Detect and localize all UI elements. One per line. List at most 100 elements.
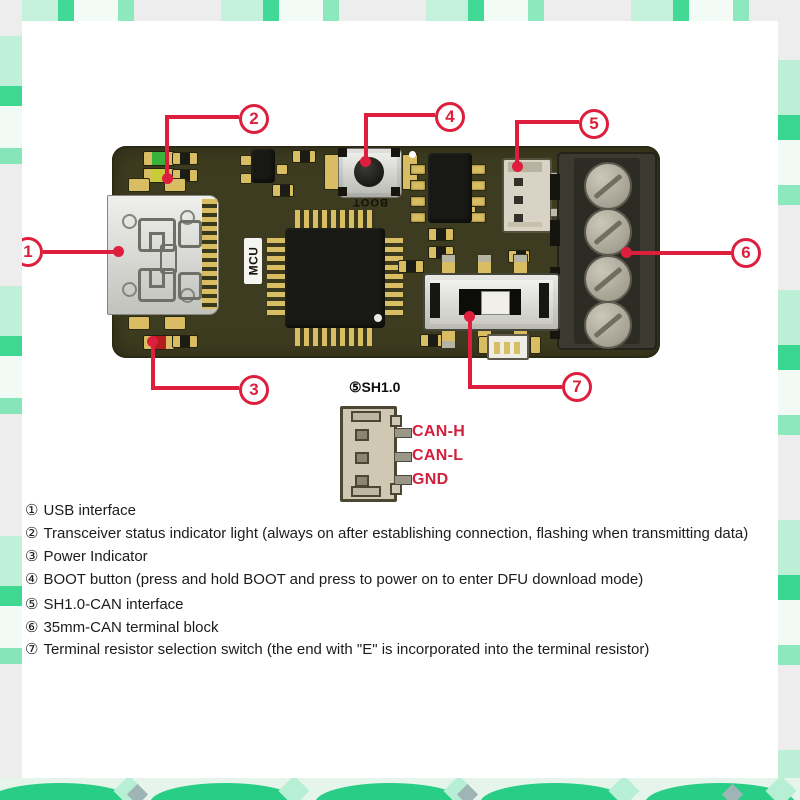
screw-slot (593, 312, 623, 338)
callout-2-dot (162, 173, 173, 184)
pattern-border-right (778, 0, 800, 800)
connector-tab (390, 415, 402, 427)
callout-3-badge: 3 (239, 375, 269, 405)
callout-6-badge: 6 (731, 238, 761, 268)
connector-hole (355, 452, 369, 464)
aux-pin (504, 342, 510, 354)
callout-4-dot (360, 156, 371, 167)
legend-text: USB interface (43, 502, 136, 519)
usb-dimple (180, 288, 195, 303)
mcu-pins-right (385, 238, 403, 318)
callout-6-dot (621, 247, 632, 258)
sot23-regulator (251, 149, 275, 183)
legend-text: Transceiver status indicator light (alwa… (43, 525, 749, 542)
terminal-screw (584, 255, 632, 303)
solder-pad (470, 196, 486, 207)
callout-3-line (151, 340, 155, 390)
solder-tab (128, 316, 150, 330)
solder-tab (164, 316, 186, 330)
legend-num: ③ (25, 548, 39, 565)
usb-c-connector (107, 195, 219, 315)
usb-side-slot (178, 220, 202, 248)
smd-component (398, 260, 424, 273)
switch-endcap (539, 283, 549, 318)
button-peg (391, 148, 400, 157)
smd-component (428, 228, 454, 241)
callout-2-badge: 2 (239, 104, 269, 134)
switch-endcap (430, 283, 440, 318)
solder-pad (276, 164, 288, 175)
button-peg (338, 148, 347, 157)
detail-pin-gnd (394, 475, 412, 485)
callout-2-line (165, 115, 239, 119)
legend-num: ② (25, 525, 39, 542)
connector-lip (351, 411, 381, 422)
callout-4-line (364, 113, 435, 117)
usb-spring-clip (138, 218, 176, 252)
button-peg (391, 187, 400, 196)
terminal-notch (550, 174, 560, 200)
legend-num: ④ (25, 571, 39, 588)
callout-7-dot (464, 311, 475, 322)
screw-slot (593, 266, 623, 292)
legend-num: ① (25, 502, 39, 519)
solder-pad (410, 164, 426, 175)
mcu-pins-bottom (295, 328, 375, 346)
terminal-block (550, 152, 657, 350)
screw-slot (593, 219, 623, 245)
pattern-shape (645, 783, 795, 800)
aux-pin (494, 342, 500, 354)
solder-pad (530, 336, 541, 354)
mcu-silkscreen-label: MCU (244, 238, 262, 284)
usb-pins (202, 199, 217, 309)
connector-flange (508, 222, 542, 227)
connector-hole (514, 196, 523, 204)
mcu-chip (285, 228, 385, 328)
mcu-pins-left (267, 238, 285, 318)
sh10-connector (502, 158, 552, 233)
pattern-shape (315, 783, 465, 800)
pattern-shape (0, 783, 135, 800)
legend-text: BOOT button (press and hold BOOT and pre… (43, 571, 644, 588)
callout-1-dot (113, 246, 124, 257)
solder-tab (128, 178, 150, 192)
legend-num: ⑦ (25, 641, 39, 658)
smd-resistor (172, 152, 198, 165)
callout-5-line (515, 120, 579, 124)
terminal-screw (584, 301, 632, 349)
callout-7-line (468, 385, 562, 389)
terminal-screw (584, 162, 632, 210)
content-panel: BOOT MCU (22, 21, 778, 778)
usb-center-slot (160, 244, 177, 274)
terminal-notch (550, 220, 560, 246)
connector-hole (514, 178, 523, 186)
callout-7-badge: 7 (562, 372, 592, 402)
switch-knob (481, 291, 510, 315)
sh10-detail-connector (340, 406, 402, 502)
usb-spring-clip (138, 268, 176, 302)
mcu-pins-top (295, 210, 375, 228)
callout-6-line (629, 251, 731, 255)
callout-2-line (165, 115, 169, 179)
legend-num: ⑤ (25, 596, 39, 613)
callout-1-line (43, 250, 115, 254)
can-transceiver-chip (428, 153, 472, 223)
callout-3-line (151, 386, 239, 390)
pin-label-gnd: GND (412, 471, 449, 488)
solder-pad (470, 180, 486, 191)
pattern-border-bottom (0, 778, 800, 800)
solder-pad (470, 164, 486, 175)
mode-switch (423, 273, 560, 331)
usb-side-slot (178, 272, 202, 300)
connector-lip (508, 162, 542, 172)
pcb-board: BOOT MCU (107, 146, 660, 360)
detail-pin-can-h (394, 428, 412, 438)
callout-5-line (515, 120, 519, 168)
callout-7-line (468, 315, 472, 389)
aux-connector (487, 334, 529, 360)
